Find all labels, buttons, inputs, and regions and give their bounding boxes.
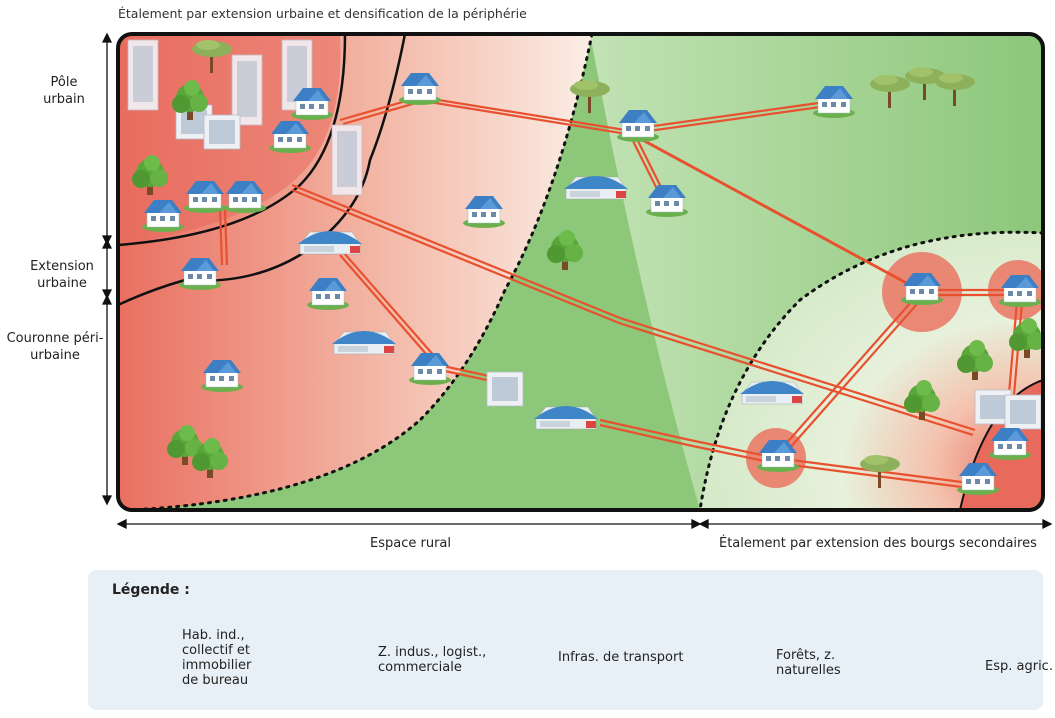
legend-label-forests: Forêts, z. naturelles bbox=[776, 648, 841, 678]
zone-label-pole: Pôle urbain bbox=[43, 75, 85, 107]
legend-label-agri: Esp. agric. bbox=[985, 659, 1053, 674]
bottom-arrows bbox=[116, 518, 1053, 530]
zone-label-extension: Extension urbaine bbox=[30, 259, 94, 291]
bottom-label-bourgs: Étalement par extension des bourgs secon… bbox=[719, 536, 1037, 551]
page-title: Étalement par extension urbaine et densi… bbox=[118, 6, 527, 21]
legend-panel bbox=[88, 570, 1043, 710]
legend-label-industrial: Z. indus., logist., commerciale bbox=[378, 645, 487, 675]
zone-arrows bbox=[101, 32, 113, 506]
legend-label-transport: Infras. de transport bbox=[558, 650, 684, 665]
legend-label-housing: Hab. ind., collectif et immobilier de bu… bbox=[182, 628, 252, 688]
zone-label-couronne: Couronne péri-urbaine bbox=[6, 331, 104, 363]
bottom-label-rural: Espace rural bbox=[370, 536, 451, 551]
map-area bbox=[118, 34, 1043, 510]
legend-title: Légende : bbox=[112, 582, 190, 598]
transport-network bbox=[218, 95, 1025, 492]
